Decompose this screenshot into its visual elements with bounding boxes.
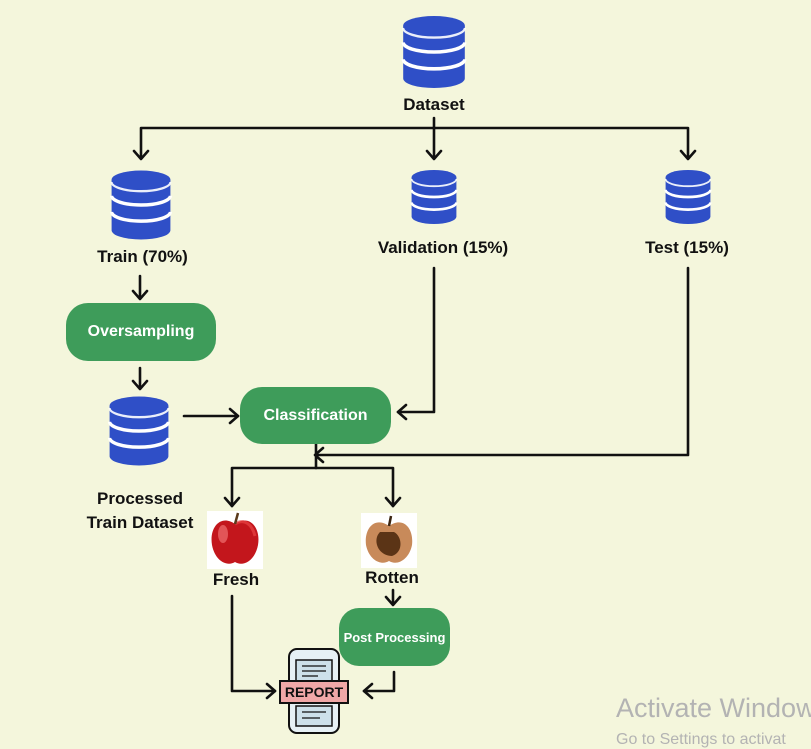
oversampling-box: Oversampling	[66, 303, 216, 361]
train-label: Train (70%)	[97, 247, 188, 266]
post-processing-box: Post Processing	[339, 608, 450, 666]
dataset-label: Dataset	[403, 95, 465, 114]
processed-label-line1: Processed	[97, 489, 183, 508]
test-label: Test (15%)	[645, 238, 729, 257]
fresh-apple-image	[207, 511, 263, 569]
classification-label: Classification	[263, 406, 368, 424]
validation-label: Validation (15%)	[377, 238, 509, 257]
activate-windows-subtext: Go to Settings to activat	[616, 731, 786, 748]
oversampling-label: Oversampling	[87, 323, 195, 340]
validation-database-icon	[410, 168, 458, 226]
post-processing-label: Post Processing	[343, 629, 446, 645]
rotten-label: Rotten	[365, 568, 419, 587]
processed-label-line2: Train Dataset	[86, 513, 194, 532]
dataset-database-icon	[401, 14, 467, 90]
report-document-icon	[279, 648, 349, 734]
processed-database-icon	[107, 394, 171, 468]
activate-windows-watermark: Activate Windows	[616, 693, 811, 723]
report-label: REPORT	[284, 684, 344, 700]
fresh-label: Fresh	[212, 570, 260, 589]
classification-box: Classification	[240, 387, 391, 444]
train-database-icon	[109, 168, 173, 242]
rotten-apple-image	[361, 513, 417, 568]
test-database-icon	[664, 168, 712, 226]
connector-arrows	[131, 116, 697, 700]
